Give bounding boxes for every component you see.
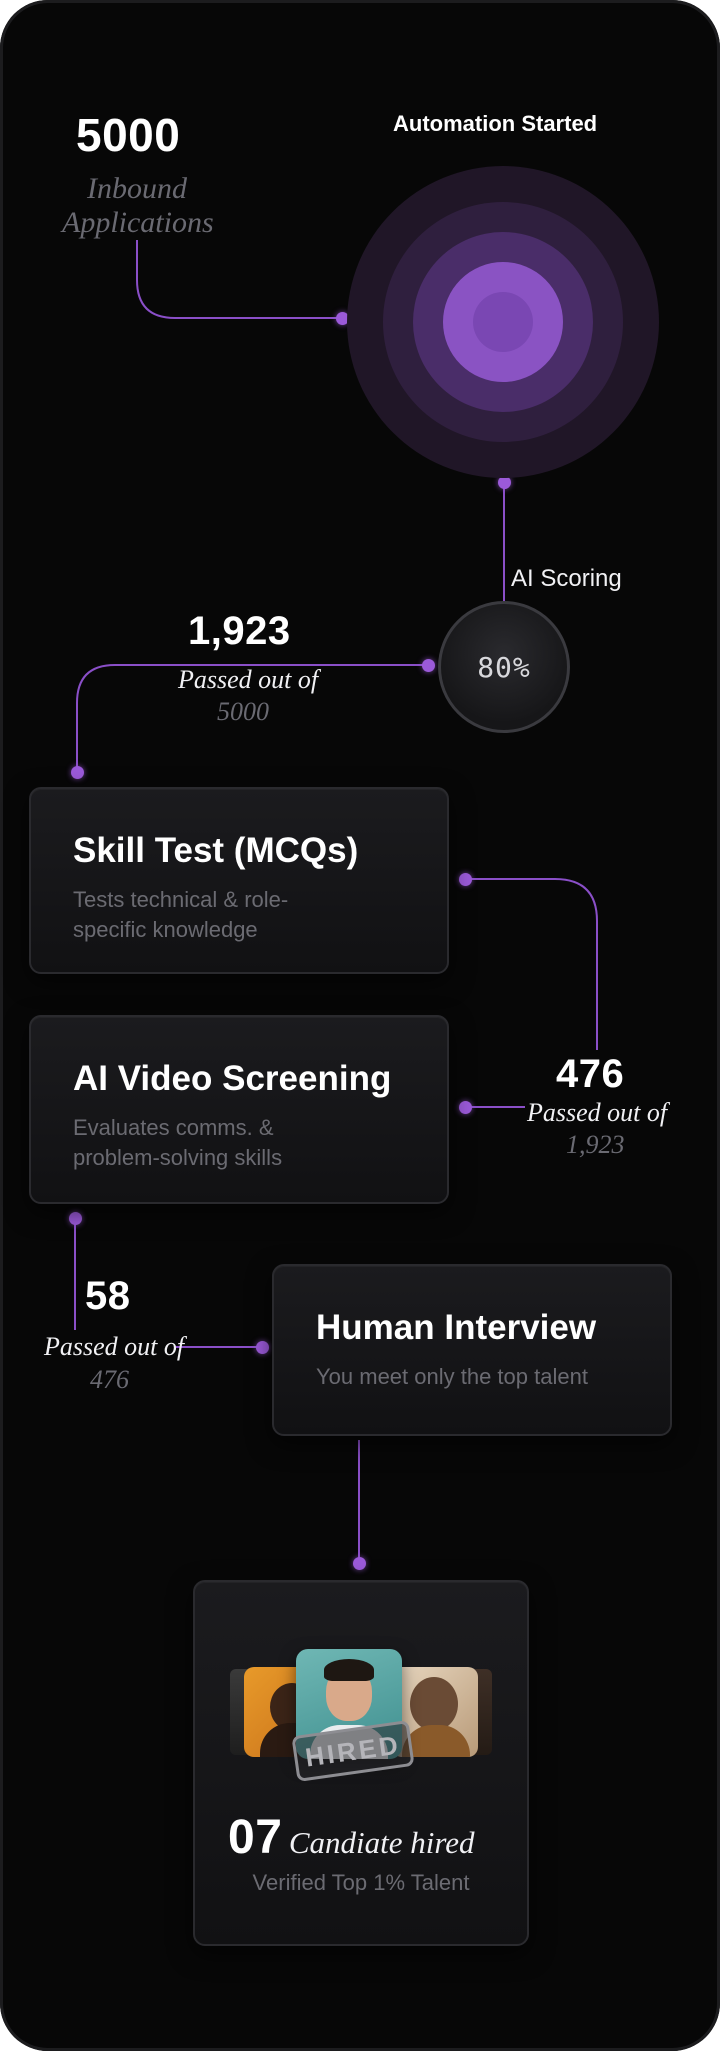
- automation-label: Automation Started: [393, 111, 598, 136]
- inbound-label-line1: Inbound: [87, 172, 187, 205]
- stage1-count: 1,923: [188, 609, 291, 653]
- stage1-passed-label: Passed out of: [178, 665, 319, 694]
- connector-dot: [256, 1341, 269, 1354]
- hired-stamp-text: HIRED: [303, 1728, 403, 1773]
- skill-test-card[interactable]: Skill Test (MCQs) Tests technical & role…: [29, 787, 449, 974]
- human-interview-card[interactable]: Human Interview You meet only the top ta…: [272, 1264, 672, 1436]
- hired-count: 07: [228, 1811, 283, 1864]
- ai-scoring-label: AI Scoring: [511, 565, 622, 592]
- connector-dot: [69, 1212, 82, 1225]
- connector-dot: [71, 766, 84, 779]
- inbound-count: 5000: [76, 109, 181, 161]
- connector-dot: [336, 312, 349, 325]
- connector-dot: [422, 659, 435, 672]
- video-screening-desc-line1: Evaluates comms. &: [73, 1115, 274, 1140]
- skill-test-desc: Tests technical & role- specific knowled…: [73, 885, 288, 945]
- stage2-count: 476: [556, 1052, 625, 1096]
- hired-label: Candiate hired: [288, 1825, 475, 1860]
- automation-rings: [347, 166, 659, 478]
- hired-heading: 07 Candiate hired: [228, 1810, 475, 1865]
- ai-scoring-gauge: 80%: [438, 601, 570, 733]
- video-screening-desc-line2: problem-solving skills: [73, 1145, 283, 1170]
- hired-card[interactable]: HIRED 07 Candiate hired Verified Top 1% …: [193, 1580, 529, 1946]
- connector-dot: [498, 476, 511, 489]
- human-interview-desc: You meet only the top talent: [316, 1364, 588, 1389]
- video-screening-desc: Evaluates comms. & problem-solving skill…: [73, 1113, 282, 1173]
- hired-subtitle: Verified Top 1% Talent: [252, 1870, 470, 1895]
- stage1-out-of: 5000: [217, 697, 269, 726]
- skill-test-title: Skill Test (MCQs): [73, 831, 359, 870]
- stage2-passed-label: Passed out of: [527, 1098, 668, 1127]
- inbound-label: Inbound Applications: [62, 172, 214, 240]
- stage3-passed-label: Passed out of: [44, 1332, 185, 1361]
- inbound-label-line2: Applications: [62, 206, 214, 239]
- avatar-stack: HIRED: [230, 1649, 492, 1782]
- stage2-out-of: 1,923: [566, 1130, 625, 1159]
- video-screening-title: AI Video Screening: [73, 1059, 392, 1098]
- skill-test-desc-line2: specific knowledge: [73, 917, 258, 942]
- ai-scoring-value: 80%: [477, 650, 531, 684]
- connector-dot: [459, 1101, 472, 1114]
- skill-test-desc-line1: Tests technical & role-: [73, 887, 289, 912]
- video-screening-card[interactable]: AI Video Screening Evaluates comms. & pr…: [29, 1015, 449, 1204]
- human-interview-title: Human Interview: [316, 1308, 597, 1347]
- stage3-count: 58: [85, 1274, 131, 1318]
- stage3-out-of: 476: [90, 1365, 129, 1394]
- connector-dot: [353, 1557, 366, 1570]
- connector-dot: [459, 873, 472, 886]
